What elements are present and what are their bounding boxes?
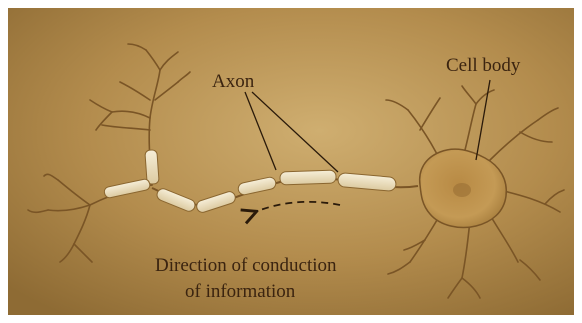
axon-label: Axon [212, 72, 254, 91]
direction-caption-line2: of information [185, 282, 337, 301]
direction-caption: Direction of conduction of information [155, 256, 337, 301]
direction-caption-line1: Direction of conduction [155, 256, 337, 275]
nucleus [453, 183, 471, 197]
cell-body-label: Cell body [446, 56, 520, 75]
